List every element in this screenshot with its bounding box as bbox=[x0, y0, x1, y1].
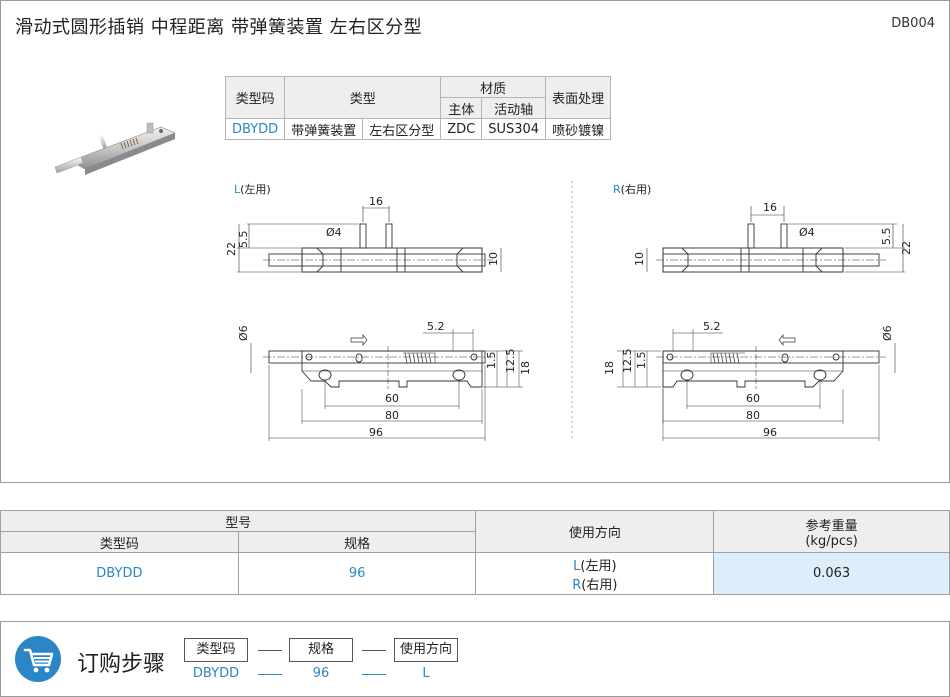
spec-type-code: DBYDD bbox=[224, 118, 286, 140]
step-connector bbox=[362, 650, 386, 651]
dim-1-5-left: 1.5 bbox=[485, 352, 498, 370]
page-title: 滑动式圆形插销 中程距离 带弹簧装置 左右区分型 bbox=[15, 17, 423, 38]
spec-surface: 喷砂镀镍 bbox=[545, 118, 612, 140]
technical-drawing: 16 Ø4 5.5 22 10 bbox=[225, 181, 913, 441]
spec-header-type: 类型 bbox=[284, 76, 442, 119]
step-spec-box: 规格 bbox=[289, 638, 353, 662]
spec-header-type-code: 类型码 bbox=[224, 76, 286, 119]
dim-12-5-right: 12.5 bbox=[621, 349, 634, 374]
dim-22-right: 22 bbox=[900, 241, 913, 255]
dim-18-right: 18 bbox=[603, 361, 616, 375]
step-value-connector bbox=[258, 674, 282, 675]
right-text: (右用) bbox=[620, 183, 652, 196]
right-front-view bbox=[617, 329, 896, 441]
spec-type1: 带弹簧装置 bbox=[284, 118, 364, 140]
dim-5-5-left: 5.5 bbox=[237, 231, 250, 249]
order-direction: L(左用) R(右用) bbox=[475, 552, 715, 595]
product-panel: 滑动式圆形插销 中程距离 带弹簧装置 左右区分型 DB004 bbox=[0, 0, 950, 483]
cart-icon bbox=[15, 636, 61, 682]
direction-right-mark: R bbox=[572, 577, 582, 593]
order-header-direction: 使用方向 bbox=[475, 510, 715, 553]
dim-5-5-right: 5.5 bbox=[880, 228, 893, 246]
spec-body: ZDC bbox=[440, 118, 483, 140]
direction-left: L(左用) bbox=[476, 555, 713, 574]
dim-60-right: 60 bbox=[746, 392, 760, 405]
step-direction-value: L bbox=[422, 666, 430, 681]
right-hand-label: R(右用) bbox=[613, 181, 651, 197]
dim-10-right: 10 bbox=[633, 252, 646, 266]
direction-right-text: (右用) bbox=[581, 577, 618, 593]
dim-80-right: 80 bbox=[746, 409, 760, 422]
right-mark: R bbox=[613, 183, 621, 196]
order-spec: 96 bbox=[237, 552, 477, 595]
order-steps-panel: 订购步骤 类型码 规格 使用方向 DBYDD 96 L bbox=[0, 621, 950, 697]
dim-phi6-left: Ø6 bbox=[237, 325, 250, 341]
dim-12-5-left: 12.5 bbox=[504, 349, 517, 374]
step-type-code-value: DBYDD bbox=[192, 666, 240, 681]
dim-80-left: 80 bbox=[385, 409, 399, 422]
left-front-view bbox=[250, 329, 523, 441]
dim-16-right: 16 bbox=[763, 201, 777, 214]
dim-18-left: 18 bbox=[519, 361, 532, 375]
spec-type2: 左右区分型 bbox=[362, 118, 442, 140]
spec-header-body: 主体 bbox=[440, 97, 483, 119]
dim-10-left: 10 bbox=[487, 252, 500, 266]
dim-5-2-right: 5.2 bbox=[703, 320, 721, 333]
order-type-code: DBYDD bbox=[0, 552, 239, 595]
step-spec-value: 96 bbox=[312, 666, 330, 681]
direction-right: R(右用) bbox=[476, 574, 713, 593]
order-header-weight-line2: (kg/pcs) bbox=[805, 533, 858, 549]
spec-header-shaft: 活动轴 bbox=[481, 97, 547, 119]
direction-left-text: (左用) bbox=[580, 558, 617, 574]
order-table: 型号 使用方向 参考重量 (kg/pcs) 类型码 规格 DBYDD 96 L(… bbox=[0, 510, 950, 595]
dim-22-left: 22 bbox=[225, 242, 238, 256]
right-top-view bbox=[646, 206, 905, 273]
product-photo bbox=[54, 122, 176, 175]
dim-16-left: 16 bbox=[369, 195, 383, 208]
step-direction-box: 使用方向 bbox=[394, 638, 458, 662]
dim-phi4-left: Ø4 bbox=[326, 226, 342, 239]
order-header-weight: 参考重量 (kg/pcs) bbox=[713, 510, 950, 553]
step-connector bbox=[258, 650, 282, 651]
order-steps-title: 订购步骤 bbox=[77, 652, 166, 677]
order-weight: 0.063 bbox=[713, 552, 950, 595]
direction-left-mark: L bbox=[573, 558, 581, 574]
left-top-view bbox=[237, 206, 502, 273]
left-hand-label: L(左用) bbox=[234, 181, 271, 197]
left-text: (左用) bbox=[240, 183, 271, 196]
order-table-panel: 型号 使用方向 参考重量 (kg/pcs) 类型码 规格 DBYDD 96 L(… bbox=[0, 510, 950, 595]
product-code: DB004 bbox=[891, 16, 935, 31]
dim-96-right: 96 bbox=[763, 426, 777, 439]
dim-phi6-right: Ø6 bbox=[881, 325, 894, 341]
dim-phi4-right: Ø4 bbox=[799, 226, 815, 239]
step-value-connector bbox=[362, 674, 386, 675]
spec-table: 类型码 类型 材质 表面处理 主体 活动轴 DBYDD 带弹簧装置 左右区分型 … bbox=[224, 76, 612, 140]
dim-5-2-left: 5.2 bbox=[427, 320, 445, 333]
order-header-spec: 规格 bbox=[237, 531, 477, 553]
dim-60-left: 60 bbox=[385, 392, 399, 405]
step-type-code-box: 类型码 bbox=[184, 638, 248, 662]
dim-96-left: 96 bbox=[369, 426, 383, 439]
left-mark: L bbox=[234, 183, 241, 196]
order-header-model: 型号 bbox=[0, 510, 477, 532]
order-header-weight-line1: 参考重量 bbox=[805, 518, 858, 534]
order-header-type-code: 类型码 bbox=[0, 531, 239, 553]
dim-1-5-right: 1.5 bbox=[635, 352, 648, 370]
spec-shaft: SUS304 bbox=[481, 118, 547, 140]
